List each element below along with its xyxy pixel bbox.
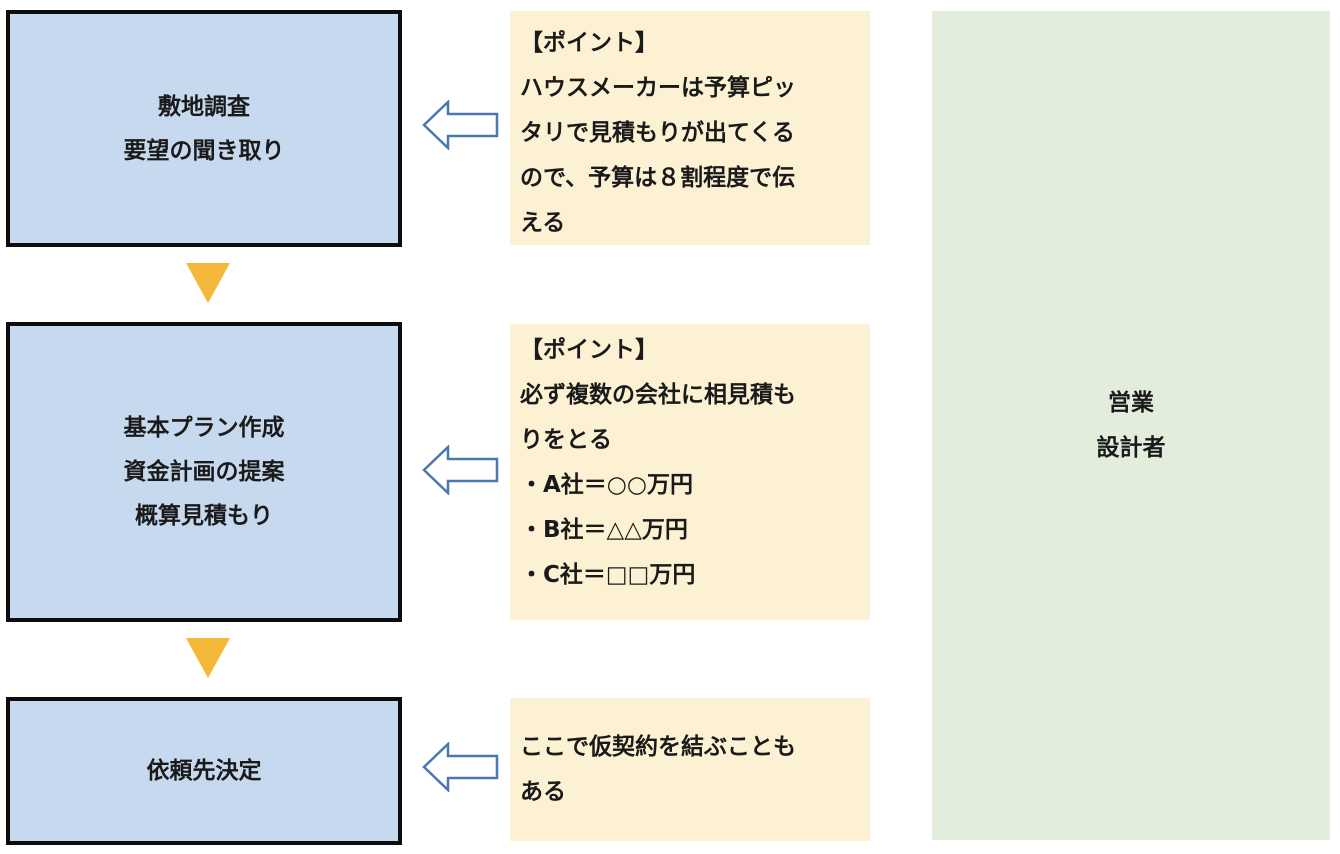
note-line: ハウスメーカーは予算ピッ [520, 75, 796, 101]
note-line: 必ず複数の会社に相見積も [520, 382, 796, 408]
step-line: 敷地調査 [158, 93, 250, 120]
roles-panel: 営業 設計者 [932, 11, 1330, 840]
flow-down-arrow [186, 263, 230, 303]
flow-step-label: 基本プラン作成 資金計画の提案 概算見積もり [124, 406, 285, 538]
note-line: ある [520, 778, 566, 805]
left-arrow-icon [422, 100, 499, 150]
left-arrow-icon [422, 742, 499, 792]
step-line: 要望の聞き取り [123, 137, 285, 164]
note-line: りをとる [520, 427, 612, 453]
note-line: える [520, 210, 566, 236]
role-line: 営業 [1108, 389, 1154, 416]
roles-label: 営業 設計者 [1097, 381, 1166, 471]
flow-step-label: 依頼先決定 [147, 749, 262, 793]
note-line: ・A社＝○○万円 [520, 472, 693, 498]
step-line: 依頼先決定 [146, 758, 262, 784]
step-line: 概算見積もり [135, 503, 273, 529]
flow-step-label: 敷地調査 要望の聞き取り [124, 85, 285, 173]
note-line: タリで見積もりが出てくる [520, 120, 795, 146]
point-note-budget: 【ポイント】 ハウスメーカーは予算ピッ タリで見積もりが出てくる ので、予算は８… [510, 11, 870, 245]
note-line: 【ポイント】 [520, 337, 658, 363]
step-line: 基本プラン作成 [123, 415, 285, 441]
step-line: 資金計画の提案 [123, 459, 285, 485]
note-line: 【ポイント】 [520, 30, 658, 56]
point-note-estimates: 【ポイント】 必ず複数の会社に相見積も りをとる ・A社＝○○万円 ・B社＝△△… [510, 324, 870, 620]
flow-down-arrow [186, 638, 230, 678]
note-line: ので、予算は８割程度で伝 [520, 165, 796, 191]
left-arrow-icon [422, 445, 499, 495]
note-line: ・C社＝□□万円 [520, 562, 696, 588]
note-line: ・B社＝△△万円 [520, 517, 688, 543]
note-line: ここで仮契約を結ぶことも [520, 733, 796, 760]
flow-step-site-survey: 敷地調査 要望の聞き取り [6, 10, 402, 247]
point-note-provisional-contract: ここで仮契約を結ぶことも ある [510, 698, 870, 841]
flow-step-basic-plan: 基本プラン作成 資金計画の提案 概算見積もり [6, 322, 402, 622]
role-line: 設計者 [1096, 434, 1166, 461]
flow-step-contractor-decision: 依頼先決定 [6, 697, 402, 845]
